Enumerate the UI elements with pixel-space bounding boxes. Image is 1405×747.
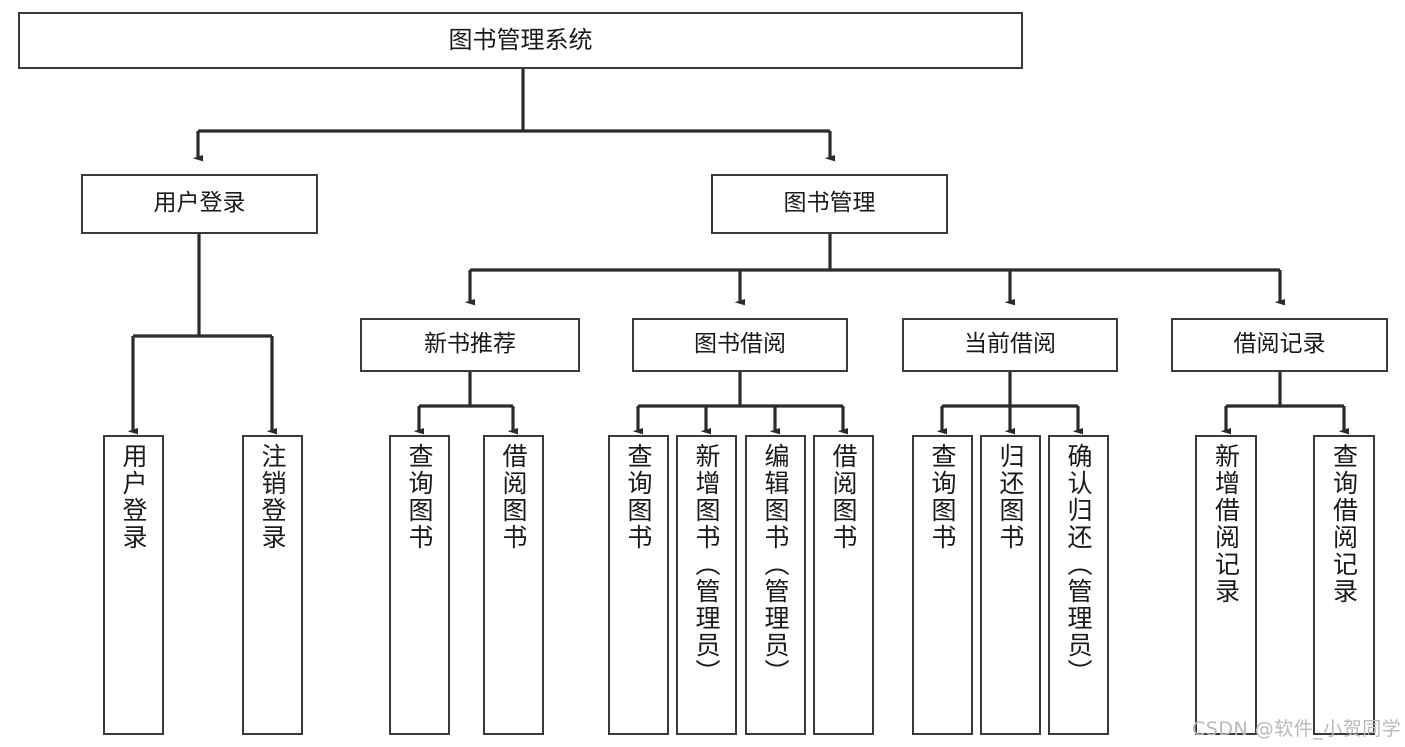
node-leaf-query-record[interactable]: 查询借阅记录	[1313, 435, 1375, 735]
node-label: 新增图书（管理员）	[692, 443, 721, 686]
node-label: 注销登录	[258, 443, 287, 551]
node-label: 借阅记录	[1233, 331, 1326, 358]
node-borrow-record[interactable]: 借阅记录	[1171, 318, 1388, 372]
node-label: 归还图书	[996, 443, 1025, 551]
node-user-login[interactable]: 用户登录	[81, 174, 318, 234]
node-label: 查询图书	[405, 443, 434, 551]
node-book-manage[interactable]: 图书管理	[711, 174, 948, 234]
node-label: 查询图书	[928, 443, 957, 551]
node-new-book-recommend[interactable]: 新书推荐	[360, 318, 580, 372]
node-leaf-query-book-2[interactable]: 查询图书	[608, 435, 669, 735]
node-label: 用户登录	[119, 443, 148, 551]
node-label: 借阅图书	[499, 443, 528, 551]
node-leaf-user-login[interactable]: 用户登录	[103, 435, 164, 735]
node-book-borrow[interactable]: 图书借阅	[632, 318, 848, 372]
node-label: 确认归还（管理员）	[1064, 443, 1093, 686]
node-leaf-logout[interactable]: 注销登录	[242, 435, 303, 735]
node-label: 借阅图书	[829, 443, 858, 551]
node-leaf-borrow-book-1[interactable]: 借阅图书	[483, 435, 544, 735]
node-leaf-query-book-3[interactable]: 查询图书	[912, 435, 973, 735]
node-leaf-confirm-return[interactable]: 确认归还（管理员）	[1048, 435, 1109, 735]
node-label: 编辑图书（管理员）	[761, 443, 790, 686]
node-label: 查询借阅记录	[1329, 443, 1359, 605]
node-label: 新增借阅记录	[1211, 443, 1241, 605]
node-label: 图书借阅	[694, 331, 786, 358]
node-leaf-return-book[interactable]: 归还图书	[980, 435, 1041, 735]
node-label: 图书管理系统	[448, 26, 593, 55]
node-current-borrow[interactable]: 当前借阅	[902, 318, 1118, 372]
node-root-book-management-system[interactable]: 图书管理系统	[18, 12, 1023, 69]
node-leaf-add-book[interactable]: 新增图书（管理员）	[676, 435, 737, 735]
node-leaf-edit-book[interactable]: 编辑图书（管理员）	[745, 435, 806, 735]
node-label: 图书管理	[783, 190, 876, 217]
node-label: 新书推荐	[424, 331, 516, 358]
watermark: CSDN @软件_小贺同学	[1192, 718, 1402, 740]
node-leaf-query-book-1[interactable]: 查询图书	[389, 435, 450, 735]
node-leaf-add-record[interactable]: 新增借阅记录	[1195, 435, 1257, 735]
node-label: 当前借阅	[964, 331, 1056, 358]
node-label: 用户登录	[153, 190, 246, 217]
node-leaf-borrow-book-2[interactable]: 借阅图书	[813, 435, 874, 735]
node-label: 查询图书	[624, 443, 653, 551]
